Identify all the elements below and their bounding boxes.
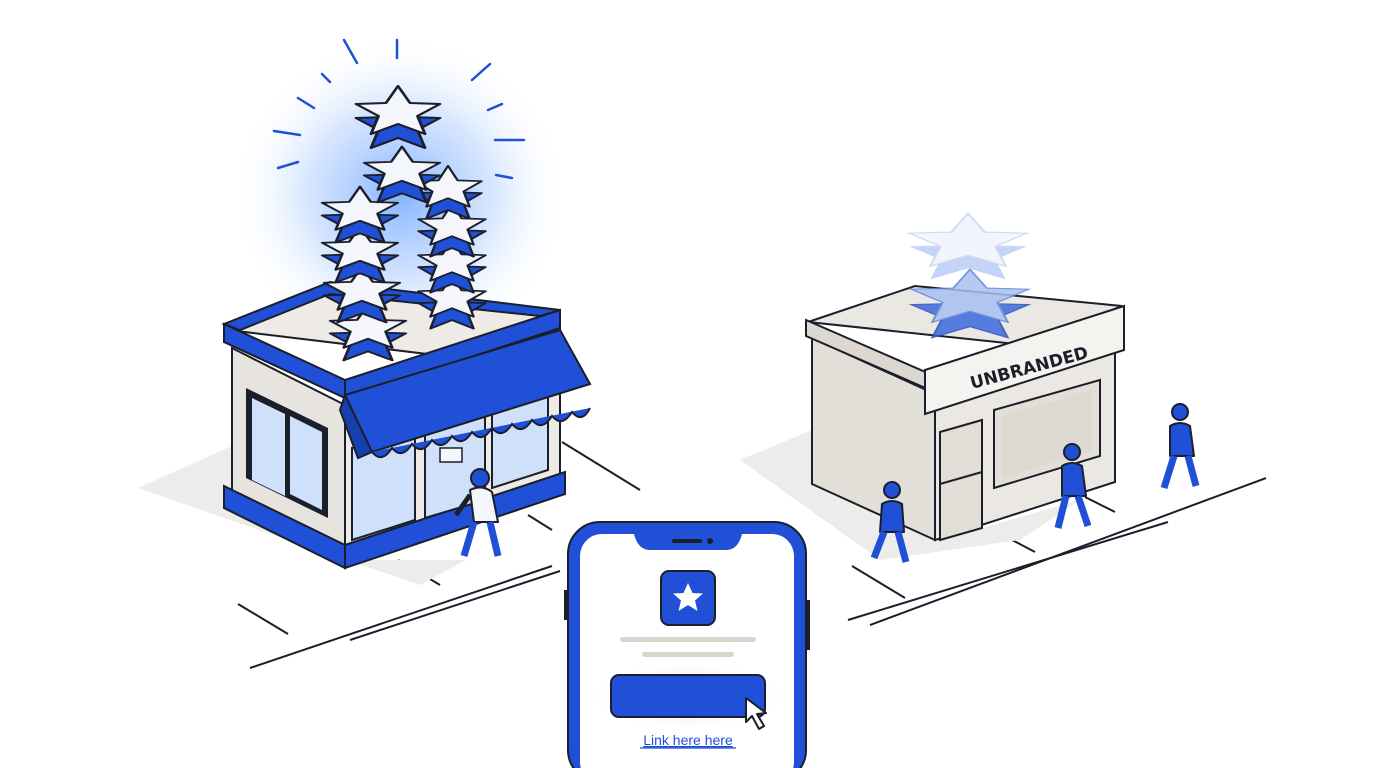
phone-side-button [806, 600, 810, 650]
glow-rays [272, 38, 526, 180]
phone-side-button [564, 590, 568, 620]
branded-store-side-window-glass-a [252, 398, 285, 496]
unbranded-sign-board [924, 304, 1125, 416]
unbranded-store-door [939, 418, 983, 542]
cta-button[interactable] [610, 674, 766, 718]
pedestrian-figure [1160, 403, 1200, 490]
branded-store-side-window-glass-b [290, 416, 322, 510]
text-placeholder-line [642, 652, 734, 657]
branded-store [138, 35, 592, 585]
unbranded-door-divider [939, 471, 983, 485]
open-sign [439, 447, 463, 463]
branded-store-awning-scallops [371, 407, 591, 459]
shopper-figure [453, 468, 502, 557]
branded-store-awning-side [338, 392, 374, 460]
phone-speaker [672, 539, 702, 543]
branded-store-roof-rim-front [344, 308, 561, 400]
faded-star-icon [906, 212, 1032, 339]
branded-store-shadow [138, 446, 466, 585]
phone-camera [707, 538, 713, 544]
smartphone: Link here here [564, 521, 810, 768]
street-lines [237, 441, 1267, 669]
pedestrian-figure [870, 481, 910, 563]
unbranded-store: UNBRANDED [740, 212, 1200, 563]
cursor-arrow-icon [745, 697, 767, 730]
text-placeholder-line [620, 637, 756, 642]
link-here[interactable]: Link here here [643, 732, 733, 748]
star-icon [673, 583, 703, 611]
pedestrian-figure [1054, 443, 1092, 529]
